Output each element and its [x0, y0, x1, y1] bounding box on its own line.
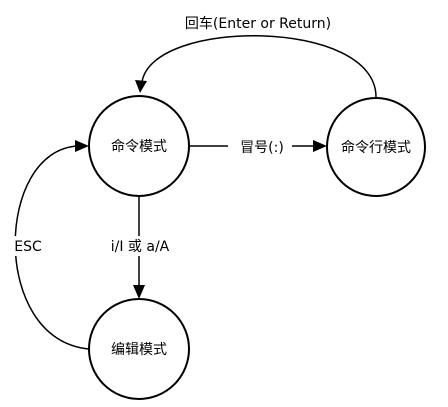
node-edit-mode-label: 编辑模式 [111, 342, 167, 358]
node-cmdline-mode [326, 97, 426, 197]
node-edit-mode [88, 298, 190, 400]
node-cmdline-mode-label: 命令行模式 [341, 139, 411, 156]
edge-esc-label: ESC [14, 239, 42, 255]
edge-enter-return [141, 35, 377, 98]
edge-enter-return-label: 回车(Enter or Return) [185, 15, 331, 32]
node-command-mode [88, 95, 190, 197]
arrowhead-insert-keys [133, 285, 145, 299]
arrowhead-colon [313, 140, 327, 152]
arrowhead-enter-return [135, 80, 147, 93]
edge-esc-label-bg [10, 236, 46, 256]
node-command-mode-label: 命令模式 [111, 138, 167, 155]
edge-insert-keys-label: i/I 或 a/A [111, 239, 170, 255]
edge-colon-label-bg [228, 136, 292, 156]
arrowhead-esc [75, 140, 89, 152]
edge-insert-keys-label-bg [100, 236, 180, 256]
edge-colon-label: 冒号(:) [240, 140, 284, 156]
